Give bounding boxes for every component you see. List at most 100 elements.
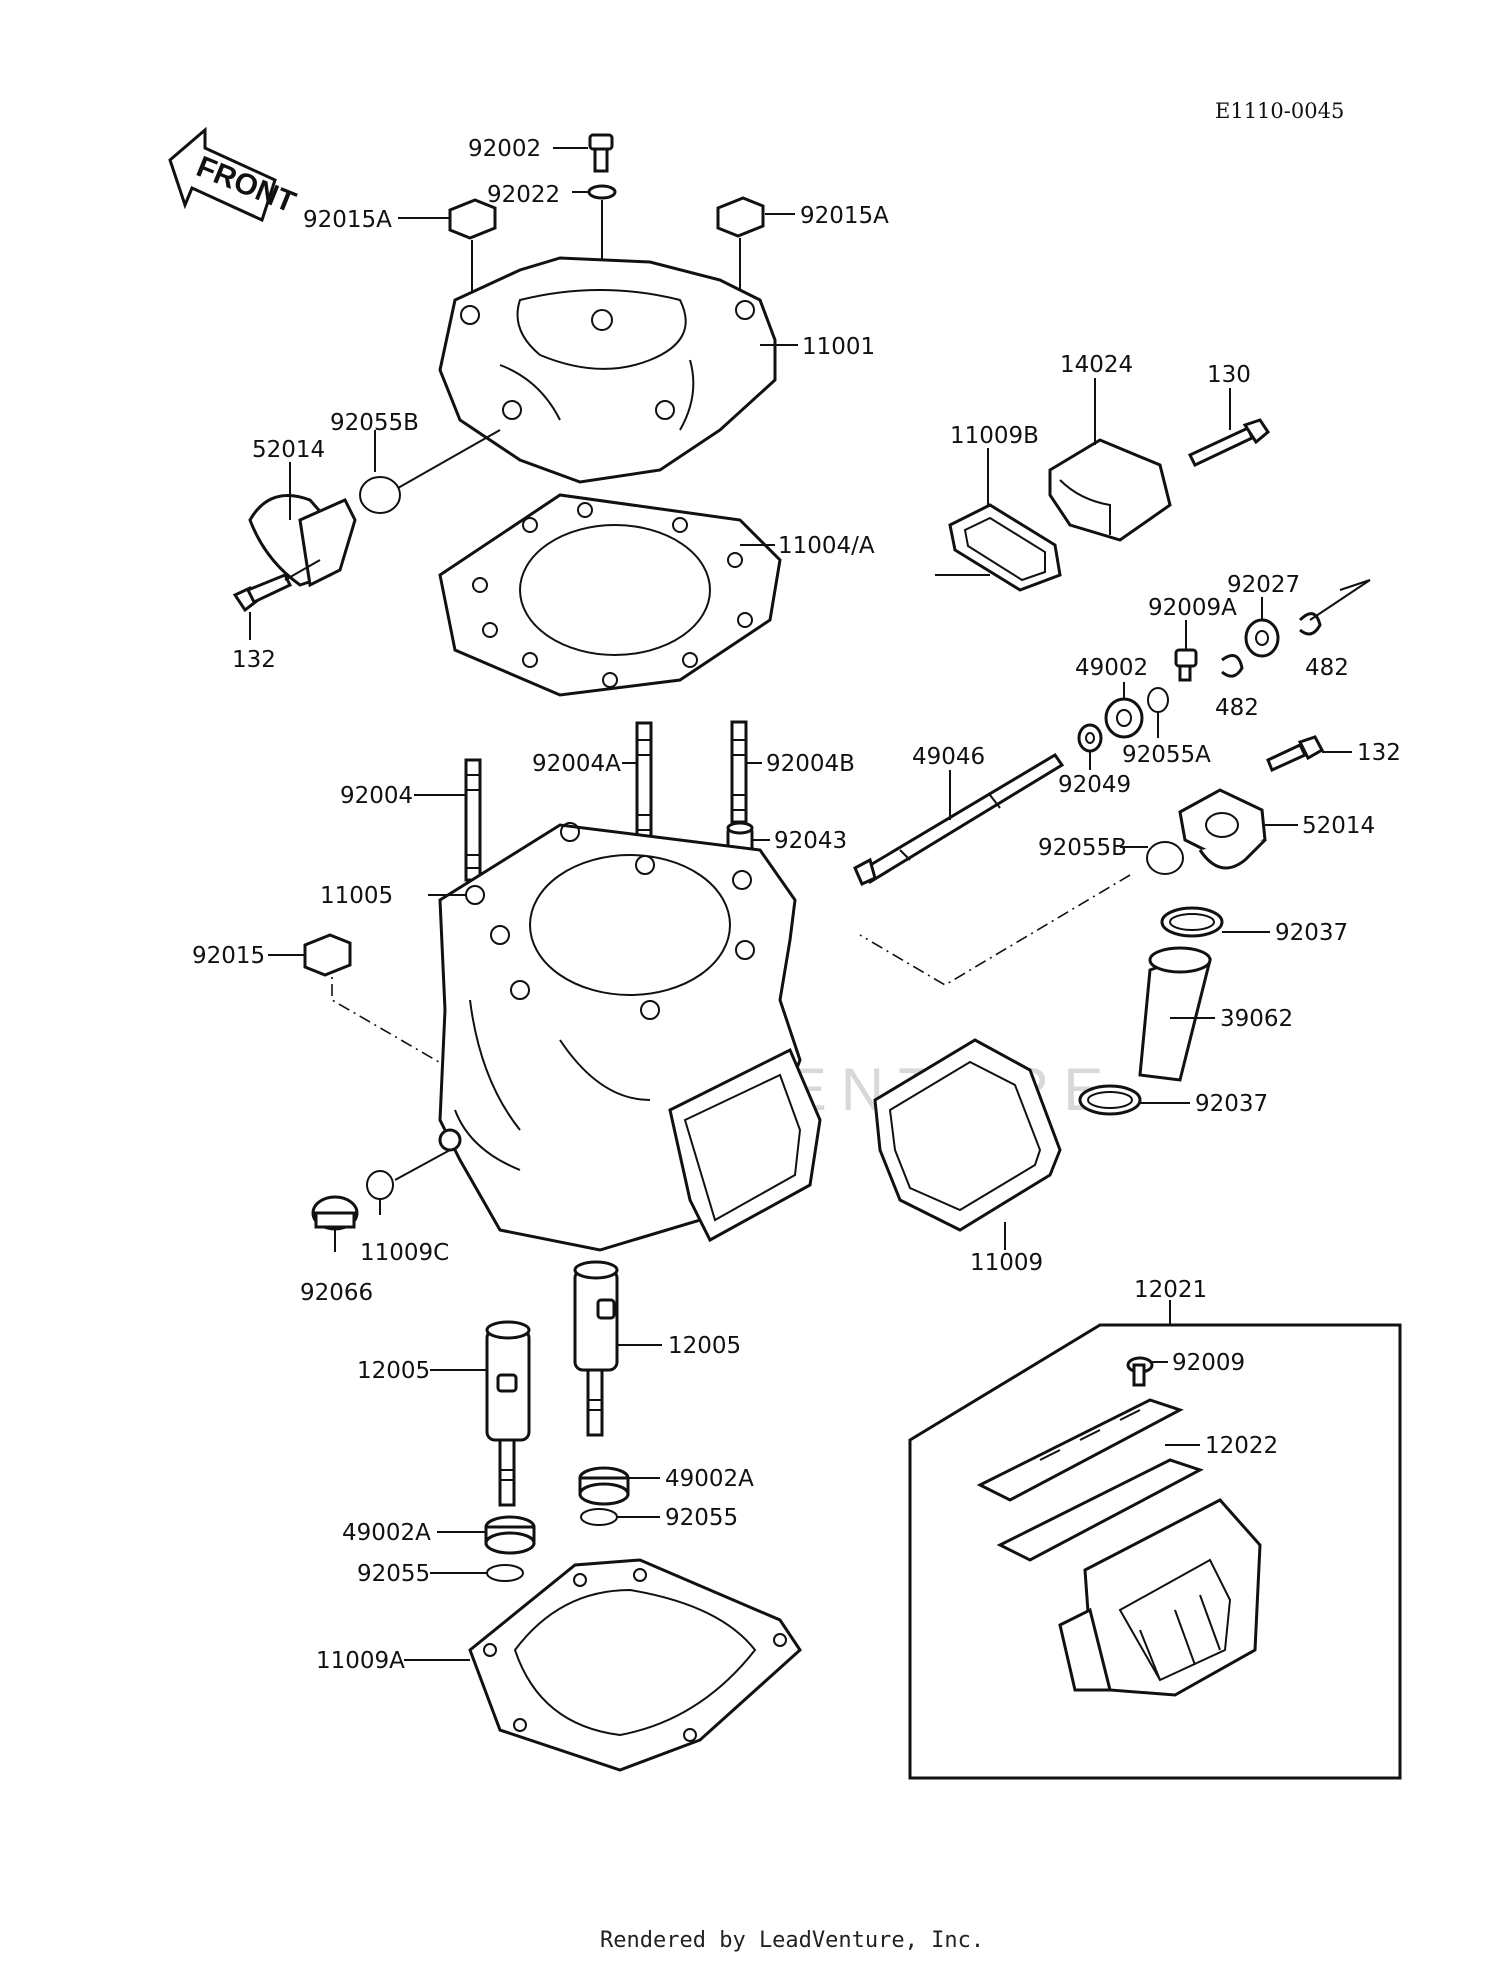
nut-92015A-left bbox=[448, 198, 497, 240]
washer-92049 bbox=[1077, 723, 1103, 753]
label-12022: 12022 bbox=[1205, 1433, 1278, 1459]
nut-92015 bbox=[303, 933, 352, 977]
o-ring-92055B-right bbox=[1146, 841, 1184, 875]
stud-92004 bbox=[464, 758, 482, 882]
callout-labels: 92002 92022 92015A 92015A 11001 52014 92… bbox=[192, 136, 1401, 1674]
label-92037-bottom: 92037 bbox=[1195, 1091, 1268, 1117]
label-132-left: 132 bbox=[232, 647, 276, 673]
dash-line-left bbox=[331, 960, 471, 1081]
label-92037-top: 92037 bbox=[1275, 920, 1348, 946]
cover-14024 bbox=[1048, 438, 1172, 542]
cylinder-head-11001 bbox=[438, 256, 777, 484]
label-132-right: 132 bbox=[1357, 740, 1401, 766]
hose-clamp-92037-top bbox=[1160, 906, 1224, 938]
screw-92009 bbox=[1126, 1356, 1154, 1387]
label-92004B: 92004B bbox=[766, 751, 855, 777]
label-92004: 92004 bbox=[340, 783, 413, 809]
label-11009C: 11009C bbox=[360, 1240, 449, 1266]
label-92049: 92049 bbox=[1058, 772, 1131, 798]
bushing-49002A-left bbox=[484, 1515, 536, 1555]
bolt-132-left bbox=[232, 573, 293, 613]
drain-plug-92066 bbox=[311, 1195, 359, 1231]
washer-92022 bbox=[587, 184, 617, 200]
gasket-11009B bbox=[948, 503, 1062, 592]
bolt-130 bbox=[1187, 418, 1270, 467]
label-49002A-left: 49002A bbox=[342, 1520, 431, 1546]
o-ring-92055B-left bbox=[359, 476, 401, 514]
label-130: 130 bbox=[1207, 362, 1251, 388]
cylinder-11005 bbox=[438, 822, 822, 1252]
label-11009A: 11009A bbox=[316, 1648, 405, 1674]
stud-92004A bbox=[635, 721, 653, 843]
label-49046: 49046 bbox=[912, 744, 985, 770]
dash-line-right bbox=[859, 874, 1131, 986]
label-92002: 92002 bbox=[468, 136, 541, 162]
reed-cage-12021 bbox=[1058, 1498, 1262, 1697]
label-92066: 92066 bbox=[300, 1280, 373, 1306]
label-49002: 49002 bbox=[1075, 655, 1148, 681]
label-92055B-right: 92055B bbox=[1038, 835, 1127, 861]
cap-92027 bbox=[1244, 618, 1280, 658]
label-92055-left: 92055 bbox=[357, 1561, 430, 1587]
label-92009A: 92009A bbox=[1148, 595, 1237, 621]
bushing-49002 bbox=[1104, 697, 1144, 739]
water-fitting-52014-left bbox=[248, 494, 357, 588]
label-11005: 11005 bbox=[320, 883, 393, 909]
o-ring-92055-right bbox=[580, 1508, 618, 1526]
hose-39062 bbox=[1138, 946, 1212, 1082]
label-92022: 92022 bbox=[487, 182, 560, 208]
washer-11009C bbox=[366, 1170, 394, 1200]
diagram-code: E1110-0045 bbox=[1215, 99, 1344, 123]
label-92015A-right: 92015A bbox=[800, 203, 889, 229]
bolt-92009A bbox=[1174, 648, 1198, 682]
bolt-132-right bbox=[1266, 735, 1325, 773]
label-52014-left: 52014 bbox=[252, 437, 325, 463]
reed-valve-box-outline bbox=[908, 1323, 1402, 1780]
label-12005-left: 12005 bbox=[357, 1358, 430, 1384]
footer-credit: Rendered by LeadVenture, Inc. bbox=[600, 1928, 984, 1953]
head-gasket-11004A bbox=[438, 493, 782, 697]
label-39062: 39062 bbox=[1220, 1006, 1293, 1032]
label-11001: 11001 bbox=[802, 334, 875, 360]
stud-92004B bbox=[730, 720, 748, 824]
label-12021: 12021 bbox=[1134, 1277, 1207, 1303]
label-92055A: 92055A bbox=[1122, 742, 1211, 768]
o-ring-92055-left bbox=[486, 1564, 524, 1582]
label-11009B: 11009B bbox=[950, 423, 1039, 449]
hose-clamp-92037-bottom bbox=[1078, 1084, 1142, 1116]
label-482-right: 482 bbox=[1305, 655, 1349, 681]
clip-482-bottom bbox=[1221, 654, 1244, 678]
gasket-11009 bbox=[873, 1038, 1062, 1232]
clip-482-right bbox=[1298, 612, 1322, 636]
label-49002A-right: 49002A bbox=[665, 1466, 754, 1492]
water-fitting-52014-right bbox=[1178, 788, 1267, 870]
nut-92015A-right bbox=[716, 196, 765, 238]
label-92015A-left: 92015A bbox=[303, 207, 392, 233]
label-92043: 92043 bbox=[774, 828, 847, 854]
label-11004A: 11004/A bbox=[778, 533, 875, 559]
front-arrow-icon: FRONT bbox=[168, 126, 300, 223]
base-gasket-11009A bbox=[468, 1558, 802, 1772]
label-92004A: 92004A bbox=[532, 751, 621, 777]
label-92055-right: 92055 bbox=[665, 1505, 738, 1531]
bushing-49002A-right bbox=[578, 1466, 630, 1506]
o-ring-92055A bbox=[1147, 687, 1169, 713]
label-482-bottom: 482 bbox=[1215, 695, 1259, 721]
label-92009: 92009 bbox=[1172, 1350, 1245, 1376]
label-52014-right: 52014 bbox=[1302, 813, 1375, 839]
front-arrow-label: FRONT bbox=[192, 150, 300, 219]
shaft-49046 bbox=[853, 752, 1065, 887]
exhaust-valve-12005-left bbox=[485, 1320, 531, 1507]
leader-lines bbox=[249, 147, 1352, 1661]
label-92055B-left: 92055B bbox=[330, 410, 419, 436]
label-14024: 14024 bbox=[1060, 352, 1133, 378]
label-92027: 92027 bbox=[1227, 572, 1300, 598]
reed-petal-12022 bbox=[976, 1398, 1204, 1562]
label-12005-right: 12005 bbox=[668, 1333, 741, 1359]
label-92015: 92015 bbox=[192, 943, 265, 969]
exhaust-valve-12005-right bbox=[573, 1260, 619, 1437]
bolt-92002 bbox=[588, 133, 614, 173]
label-11009: 11009 bbox=[970, 1250, 1043, 1276]
